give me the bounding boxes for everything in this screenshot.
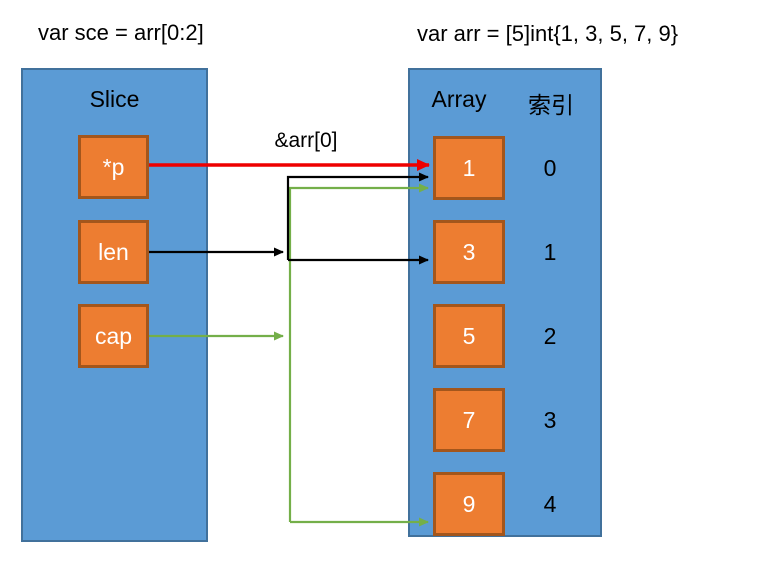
slice-field-p: *p: [78, 135, 149, 199]
slice-panel-title: Slice: [89, 86, 140, 112]
array-cell-2-value: 5: [462, 322, 476, 349]
array-index-0: 0: [543, 154, 557, 181]
slice-field-cap: cap: [78, 304, 149, 368]
slice-field-p-label: *p: [102, 153, 125, 180]
array-index-4: 4: [543, 490, 557, 517]
array-cell-4-value: 9: [462, 490, 476, 517]
slice-field-len: len: [78, 220, 149, 284]
index-column-title: 索引: [528, 92, 574, 118]
slice-field-len-label: len: [98, 238, 129, 265]
array-cell-3-value: 7: [462, 406, 476, 433]
array-panel-title: Array: [431, 86, 487, 112]
pointer-arrow-label: &arr[0]: [274, 129, 338, 152]
array-index-3: 3: [543, 406, 557, 433]
array-declaration: var arr = [5]int{1, 3, 5, 7, 9}: [417, 21, 679, 46]
slice-declaration: var sce = arr[0:2]: [38, 20, 204, 45]
slice-field-cap-label: cap: [94, 322, 133, 349]
array-index-1: 1: [543, 238, 557, 265]
array-cell-3: 7: [433, 388, 505, 452]
array-index-2: 2: [543, 322, 557, 349]
array-cell-1: 3: [433, 220, 505, 284]
array-cell-2: 5: [433, 304, 505, 368]
array-cell-0: 1: [433, 136, 505, 200]
array-cell-1-value: 3: [462, 238, 476, 265]
array-cell-0-value: 1: [462, 154, 476, 181]
array-cell-4: 9: [433, 472, 505, 536]
